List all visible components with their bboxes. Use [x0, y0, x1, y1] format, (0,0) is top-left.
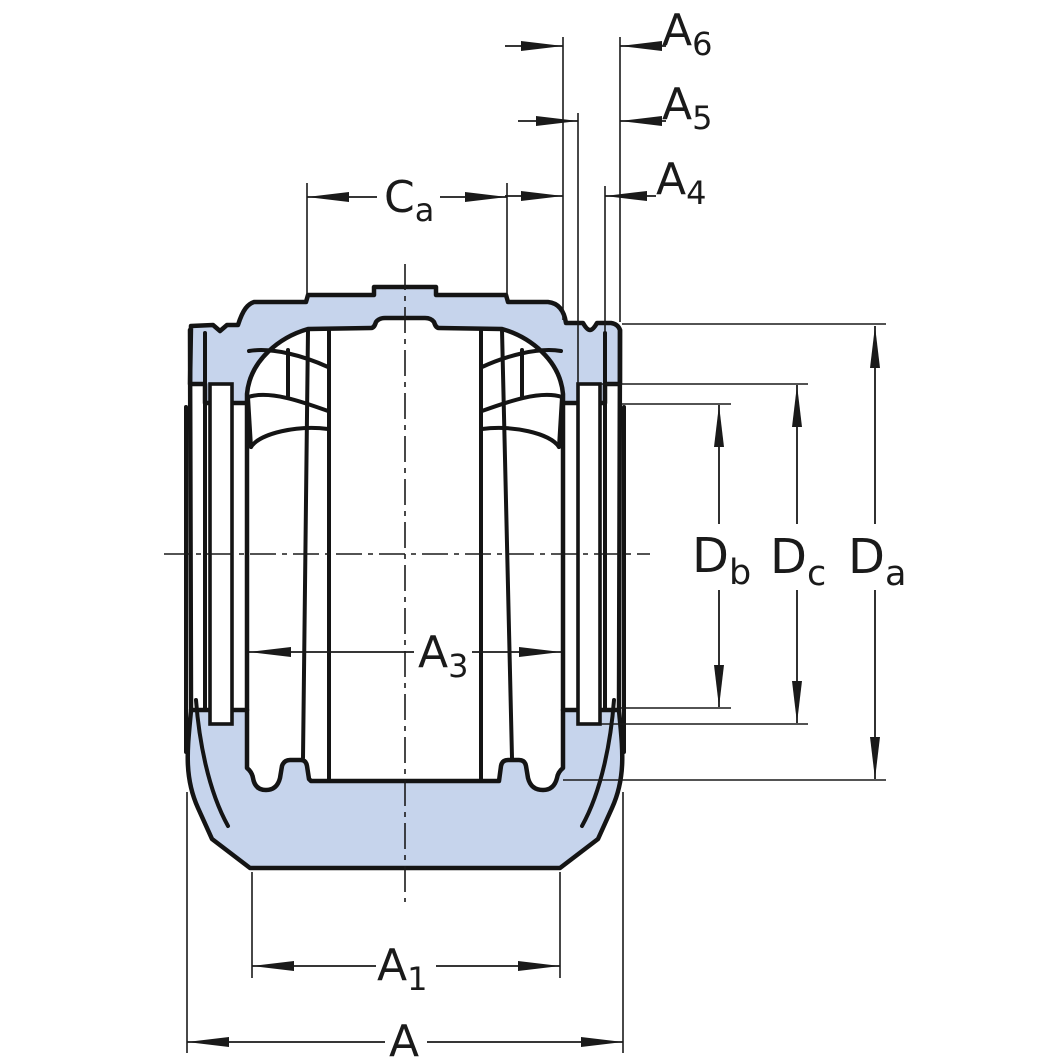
foot-fillet-left — [194, 698, 230, 828]
dimension-a: A — [186, 792, 624, 1064]
dimension-label-a6: A6 — [662, 5, 712, 63]
dimension-a3: A3 — [249, 627, 561, 685]
dimension-ca: Ca — [306, 172, 508, 300]
dimension-a1: A1 — [251, 872, 561, 998]
foot-fillet-right — [580, 698, 616, 828]
dimension-label-db: Db — [692, 528, 751, 593]
dimension-a4: A4 — [505, 154, 706, 332]
dimension-label-dc: Dc — [770, 529, 826, 594]
dimension-db: Db — [621, 403, 751, 709]
bearing-section-lines — [301, 328, 514, 782]
dimension-a6: A6 — [505, 5, 712, 322]
dimension-label-a4: A4 — [656, 154, 706, 212]
dimension-da: Da — [563, 323, 906, 781]
centerlines — [164, 264, 650, 902]
roller-right — [480, 348, 564, 449]
dimension-label-a5: A5 — [662, 79, 712, 137]
dimension-label-a1: A1 — [377, 940, 427, 998]
dimension-label-a3: A3 — [418, 627, 468, 685]
roller-left — [246, 348, 330, 449]
dimension-label-a: A — [389, 1016, 419, 1064]
dimension-dc: Dc — [601, 383, 826, 725]
housing-cap — [187, 284, 623, 406]
outer-face-left — [187, 327, 194, 713]
dimension-label-ca: Ca — [384, 172, 434, 229]
outer-face-right — [616, 327, 623, 713]
dimension-label-da: Da — [848, 529, 906, 594]
dimension-a5: A5 — [518, 79, 712, 384]
